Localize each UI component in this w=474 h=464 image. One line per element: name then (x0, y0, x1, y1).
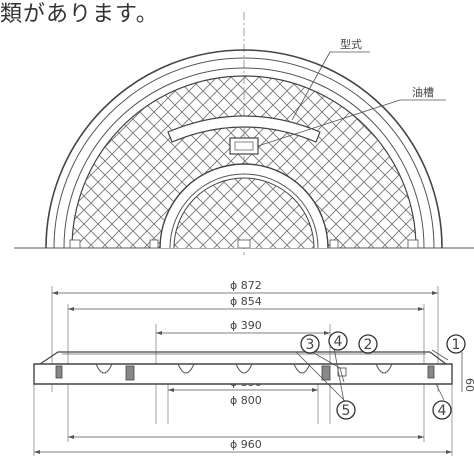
dim-60: 60 (463, 378, 474, 392)
dim-390: ϕ 390 (230, 319, 262, 332)
top-view: 型式 油槽 (14, 12, 474, 255)
svg-text:1: 1 (452, 337, 461, 353)
dim-872: ϕ 872 (230, 279, 262, 292)
oil-groove-label: 油槽 (412, 85, 434, 99)
svg-text:4: 4 (438, 403, 447, 419)
section-view: ϕ 872 ϕ 854 ϕ 390 ϕ 350 ϕ 800 ϕ 960 (33, 279, 474, 456)
callout-4-top: 4 (328, 331, 348, 351)
dim-800: ϕ 800 (230, 394, 262, 407)
callout-3: 3 (300, 334, 320, 354)
svg-text:4: 4 (334, 334, 343, 350)
dim-854: ϕ 854 (230, 295, 262, 308)
svg-text:5: 5 (342, 403, 351, 419)
callout-4-bottom: 4 (432, 400, 452, 420)
dim-960: ϕ 960 (230, 438, 262, 451)
heading-text: 類があります。 (0, 2, 159, 27)
svg-text:2: 2 (364, 337, 373, 353)
model-label: 型式 (340, 37, 362, 51)
svg-text:3: 3 (306, 337, 315, 353)
callout-2: 2 (358, 334, 378, 354)
callout-5: 5 (336, 400, 356, 420)
callout-1: 1 (446, 334, 466, 354)
